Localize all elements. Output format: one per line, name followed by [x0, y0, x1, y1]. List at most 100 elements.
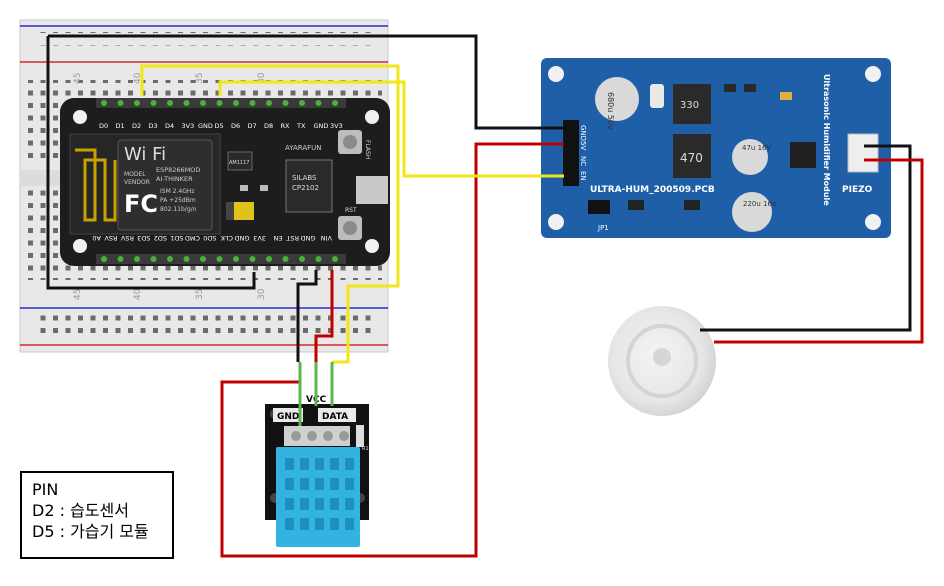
header-pin-icon — [183, 100, 190, 106]
mount-hole-icon — [548, 66, 564, 82]
grille-slot — [345, 518, 354, 530]
header-pin-icon — [315, 256, 322, 262]
capacitor-220u — [732, 192, 772, 232]
header-pin-icon — [200, 256, 206, 262]
cap3-label: 220u 16V — [743, 200, 777, 208]
bottom-pin-label: GND — [235, 234, 250, 242]
wifi-logo: Wi Fi — [124, 144, 166, 165]
humidifier-pin-5v: 5V — [579, 141, 587, 150]
grille-slot — [285, 478, 294, 490]
header-pin-icon — [200, 100, 206, 106]
module-band: ISM 2.4GHz — [160, 188, 195, 195]
bottom-pin-label: A0 — [92, 234, 101, 242]
col-number: 40 — [133, 288, 143, 300]
grille-slot — [315, 498, 324, 510]
bottom-pin-label: SD0 — [203, 234, 216, 242]
ultrasonic-humidifier-module: GND 5V NC EN 680u 50v 330 470 47u 16V 22… — [541, 58, 891, 238]
sensor-gnd-label: GND — [277, 412, 299, 422]
wire-sensor-gnd-black — [296, 270, 318, 362]
top-pin-label: D4 — [165, 122, 174, 130]
legend-title: PIN — [32, 480, 59, 499]
grille-slot — [300, 458, 309, 470]
top-pin-label: D5 — [215, 122, 224, 130]
header-pin-icon — [266, 100, 272, 106]
micro-usb-port — [356, 176, 388, 204]
header-pin-icon — [266, 256, 272, 262]
header-pin-icon — [150, 100, 157, 106]
legend-d2: D2 : 습도센서 — [32, 501, 129, 520]
mount-hole-icon — [73, 239, 87, 253]
inductor-label: 470 — [680, 151, 703, 165]
top-pin-label: TX — [296, 122, 306, 130]
humidifier-pin-gnd: GND — [579, 125, 587, 141]
header-pin-icon — [101, 256, 107, 262]
mount-hole-icon — [365, 239, 379, 253]
top-header-pins — [96, 98, 346, 108]
antenna-trace-icon — [75, 148, 117, 222]
header-pin-icon — [249, 256, 256, 262]
header-pin-icon — [167, 100, 173, 106]
grille-slot — [300, 498, 309, 510]
mount-hole-icon — [548, 214, 564, 230]
top-pin-label: D2 — [132, 122, 141, 130]
grille-slot — [345, 498, 354, 510]
humidifier-ic — [790, 142, 816, 168]
pin-legend: PIN D2 : 습도센서 D5 : 가습기 모듈 — [20, 471, 174, 559]
bottom-pin-label: RST — [286, 234, 299, 242]
grille-slot — [315, 458, 324, 470]
col-number: 35 — [195, 289, 205, 300]
grille-slot — [285, 518, 294, 530]
top-pin-label: D3 — [149, 122, 158, 130]
sensor-data-label: DATA — [322, 412, 348, 422]
header-pin-icon — [134, 256, 140, 262]
top-pin-label: D1 — [116, 122, 125, 130]
mount-hole-icon — [865, 214, 881, 230]
brand-label: AYARAFUN — [285, 144, 322, 152]
header-pin-icon — [117, 100, 124, 106]
col-number: 35 — [195, 73, 205, 84]
top-pin-label: D8 — [264, 122, 273, 130]
top-pin-label: D0 — [99, 122, 108, 130]
header-pin-icon — [183, 256, 190, 262]
piezo-label: PIEZO — [842, 185, 873, 195]
grille-slot — [285, 458, 294, 470]
capacitor-680u — [595, 77, 639, 121]
grille-slot — [345, 478, 354, 490]
header-pin-icon — [315, 100, 322, 106]
wire-d5-yellow — [218, 80, 564, 178]
grille-slot — [330, 478, 339, 490]
wire-gnd-black — [46, 36, 256, 290]
dht11-humidity-sensor: R1 GND VCC DATA — [265, 395, 369, 547]
breadboard-column-numbers: 45 40 35 30 45 40 35 30 — [73, 72, 267, 300]
header-pin-icon — [216, 256, 223, 262]
vendor-label: VENDOR — [124, 179, 150, 186]
module-vendor: AI-THINKER — [156, 175, 193, 183]
wire-gnd-black-2 — [48, 34, 564, 130]
header-pin-icon — [101, 100, 107, 106]
header-pin-icon — [249, 100, 256, 106]
capacitor-47u — [732, 139, 768, 175]
piezo-hole-icon — [653, 348, 671, 366]
top-pin-label: D6 — [231, 122, 240, 130]
wire-d2-yellow — [140, 64, 400, 364]
grille-slot — [330, 498, 339, 510]
header-pin-icon — [233, 256, 239, 262]
legend-d5: D5 : 가습기 모듈 — [32, 522, 149, 541]
module-standard: 802.11b/g/n — [160, 206, 197, 213]
header-pin-icon — [233, 100, 239, 106]
humidifier-title: Ultrasonic Humidifier Module — [822, 74, 831, 206]
pcb-label: ULTRA-HUM_200509.PCB — [590, 185, 715, 195]
bottom-pin-label: CLK — [220, 234, 233, 242]
humidifier-pin-nc: NC — [579, 156, 587, 166]
wires — [46, 34, 924, 558]
module-model: ESP8266MOD — [156, 166, 200, 174]
pin-icon — [339, 431, 349, 441]
col-number: 45 — [73, 73, 83, 84]
top-pin-label: 3V3 — [330, 122, 343, 130]
bottom-pin-label: CMD — [185, 234, 200, 242]
jp1-label: JP1 — [597, 224, 609, 232]
grille-slot — [315, 518, 324, 530]
